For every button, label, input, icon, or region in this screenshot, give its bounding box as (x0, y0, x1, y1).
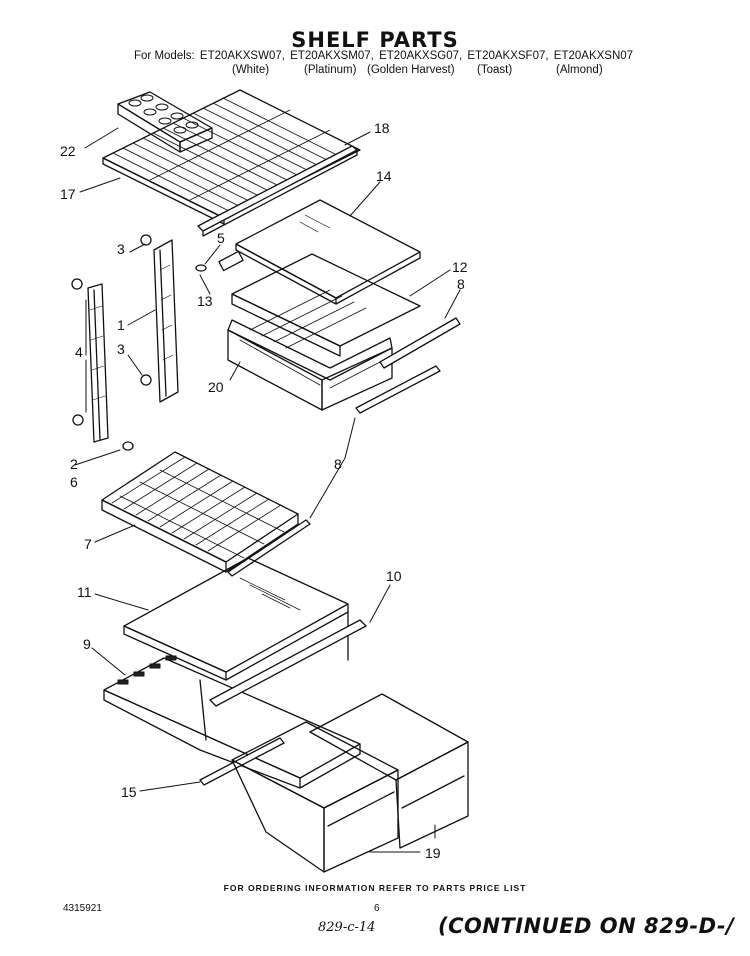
ordering-note: FOR ORDERING INFORMATION REFER TO PARTS … (223, 883, 527, 893)
crisper-frame-part (103, 619, 367, 789)
page-number: 6 (374, 903, 380, 914)
handwritten-note: 829-c-14 (318, 920, 376, 935)
callout-8: 8 (457, 276, 465, 292)
callout-22: 22 (60, 143, 76, 159)
callout-5: 5 (217, 230, 225, 246)
callout-8: 8 (334, 456, 342, 472)
model-number: ET20AKXSN07 (553, 50, 634, 62)
shelf-ladder-part (87, 239, 179, 443)
page-title: SHELF PARTS (291, 28, 459, 52)
model-number: ET20AKXSW07, (199, 50, 285, 62)
model-color: (White) (232, 64, 270, 76)
model-color: (Platinum) (304, 64, 357, 76)
callout-19: 19 (425, 845, 441, 861)
model-color: (Almond) (556, 64, 603, 76)
rail-part (199, 737, 285, 786)
fastener-part (71, 234, 152, 451)
rail-part (227, 519, 311, 577)
callout-9: 9 (83, 636, 91, 652)
clip-part (195, 250, 244, 272)
callout-12: 12 (452, 259, 468, 275)
model-number: ET20AKXSF07, (467, 50, 549, 62)
crisper-cover-part (123, 557, 349, 681)
model-list: For Models: ET20AKXSW07, ET20AKXSM07, ET… (134, 50, 635, 62)
crisper-drawer-part (227, 253, 421, 411)
callout-4: 4 (75, 344, 83, 360)
callout-7: 7 (84, 536, 92, 552)
crisper-bin-part (231, 693, 469, 873)
callout-13: 13 (197, 293, 213, 309)
callout-11: 11 (77, 584, 92, 600)
document-part-number: 4315921 (63, 903, 102, 914)
top-wire-shelf-part (102, 89, 361, 225)
callout-3: 3 (117, 341, 125, 357)
callout-18: 18 (374, 120, 390, 136)
model-color: (Toast) (477, 64, 513, 76)
callout-2: 2 (70, 456, 78, 472)
callout-10: 10 (386, 568, 402, 584)
callout-15: 15 (121, 784, 137, 800)
glass-shelf-part (235, 199, 421, 305)
callout-17: 17 (60, 186, 76, 202)
callout-20: 20 (208, 379, 224, 395)
lower-wire-shelf-part (101, 451, 299, 573)
continued-notice: (CONTINUED ON 829-D-/ (438, 914, 735, 938)
leader-lines (74, 127, 461, 853)
model-number: ET20AKXSM07, (290, 50, 374, 62)
callout-6: 6 (70, 474, 78, 490)
callout-14: 14 (376, 168, 392, 184)
model-color: (Golden Harvest) (367, 64, 455, 76)
models-prefix: For Models: (134, 50, 195, 62)
rail-part (355, 317, 461, 414)
shelf-trim-part (197, 145, 358, 237)
callout-1: 1 (117, 317, 125, 333)
model-number: ET20AKXSG07, (379, 50, 463, 62)
callout-3: 3 (117, 241, 125, 257)
